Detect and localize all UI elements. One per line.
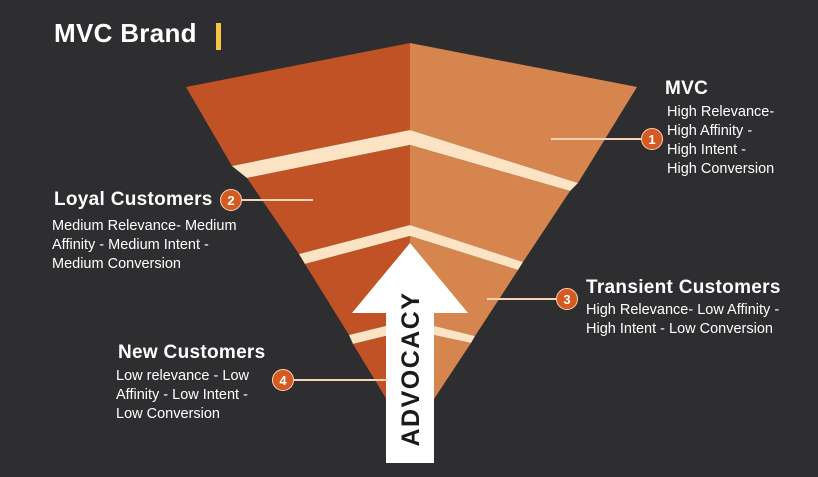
page-title: MVC Brand: [54, 18, 197, 48]
title-accent-bar: [216, 23, 221, 50]
funnel-separator-2: [299, 225, 523, 270]
segment-2-name: Loyal Customers: [54, 189, 213, 210]
badge-2: 2: [220, 189, 242, 211]
segment-2-description: Medium Relevance- Medium Affinity - Medi…: [52, 217, 237, 274]
badge-1: 1: [641, 128, 663, 150]
badge-3: 3: [556, 288, 578, 310]
segment-3-desc-line: High Intent - Low Conversion: [586, 321, 773, 338]
segment-4-desc-line: Low Conversion: [116, 406, 220, 423]
funnel-tier-1-left: [186, 43, 410, 166]
funnel-tier-2-right: [410, 145, 570, 262]
funnel-separator-1: [232, 130, 578, 191]
segment-1-desc-line: High Relevance-: [667, 104, 775, 120]
funnel-tier-2-left: [247, 145, 410, 254]
segment-1-desc-line: High Intent -: [667, 142, 746, 159]
segment-4-desc-line: Affinity - Low Intent -: [116, 387, 248, 404]
funnel-tier-1-right: [410, 43, 637, 183]
segment-3-name: Transient Customers: [586, 277, 781, 298]
segment-3-desc-line: High Relevance- Low Affinity -: [586, 302, 780, 318]
segment-1-description: High Relevance- High Affinity - High Int…: [667, 103, 774, 180]
segment-2-desc-line: Affinity - Medium Intent -: [52, 237, 209, 254]
segment-2-desc-line: Medium Conversion: [52, 256, 181, 273]
segment-3-description: High Relevance- Low Affinity - High Inte…: [586, 301, 779, 339]
advocacy-arrow: [352, 243, 468, 463]
segment-4-name: New Customers: [118, 342, 266, 363]
badge-4: 4: [272, 369, 294, 391]
segment-1-desc-line: High Conversion: [667, 161, 775, 178]
segment-4-desc-line: Low relevance - Low: [116, 368, 249, 384]
segment-2-desc-line: Medium Relevance- Medium: [52, 218, 237, 234]
segment-4-description: Low relevance - Low Affinity - Low Inten…: [116, 367, 249, 424]
segment-1-desc-line: High Affinity -: [667, 123, 753, 140]
advocacy-arrow-label: ADVOCACY: [397, 291, 425, 446]
segment-1-name: MVC: [665, 78, 709, 99]
